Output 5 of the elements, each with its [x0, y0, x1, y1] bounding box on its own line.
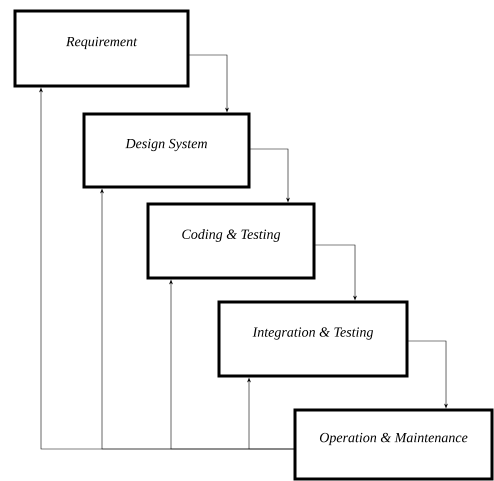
process-box: Coding & Testing — [146, 202, 316, 280]
process-box: Operation & Maintenance — [294, 408, 494, 480]
process-box: Integration & Testing — [218, 300, 408, 378]
process-box: Design System — [82, 112, 250, 188]
process-box: Requirement — [14, 10, 190, 88]
